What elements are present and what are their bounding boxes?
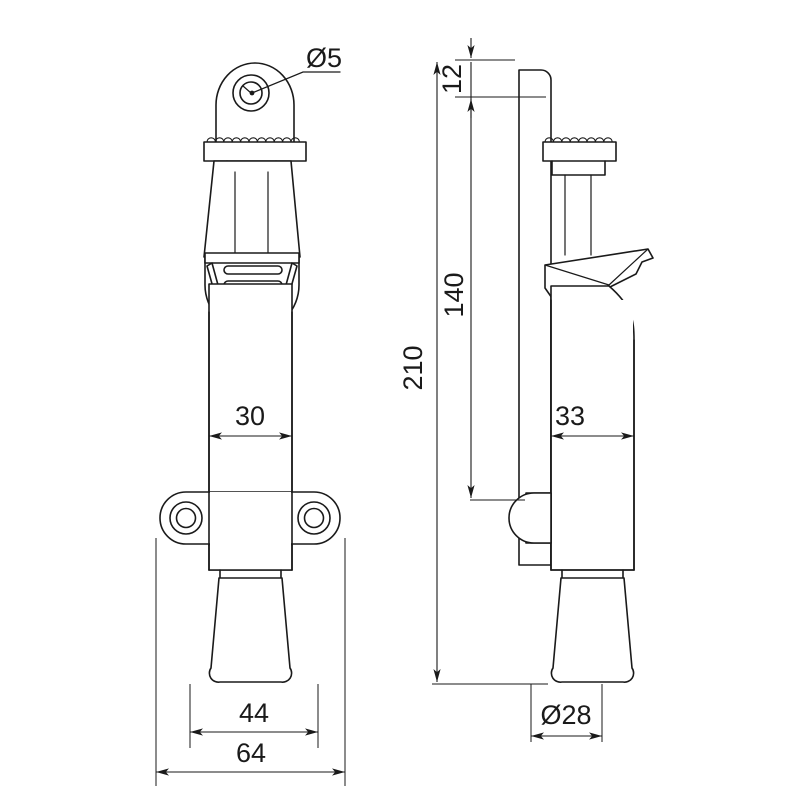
dim-foot-width: 44 (239, 698, 269, 728)
pivot-hole-mark (242, 85, 252, 94)
front-view-dimensions: Ø5 30 44 64 (155, 43, 346, 786)
body-side-fill (552, 300, 633, 568)
dim-foot-diameter: Ø28 (540, 700, 591, 730)
pivot-hole-inner (239, 81, 263, 105)
screw-hole-left-outer (169, 501, 203, 535)
dim-base-width: 64 (236, 738, 266, 768)
screw-hole-right-inner (303, 507, 325, 529)
foot-neck-side (561, 569, 624, 579)
front-view (159, 62, 341, 683)
dim-hole-diameter: Ø5 (306, 43, 342, 73)
dim-side-depth: 33 (555, 401, 585, 431)
rubber-foot-front (208, 577, 293, 683)
body-over-plate-edges (208, 491, 293, 546)
pivot-hole-outer (232, 74, 270, 112)
screw-hole-right-outer (297, 501, 331, 535)
knurled-collar-side (542, 141, 617, 162)
side-view (508, 69, 654, 683)
collar-step-side (551, 160, 606, 176)
side-view-dimensions: 12 140 210 33 Ø28 (398, 38, 635, 742)
dim-top-offset: 12 (437, 64, 467, 94)
upper-shell-front (203, 160, 301, 258)
knurl-teeth-side (544, 137, 613, 143)
spring-cap-flange (204, 252, 300, 264)
dim-total-height: 210 (398, 345, 428, 390)
body-over-plate-fill (210, 492, 291, 545)
foot-neck-front (219, 569, 282, 579)
dim-upper-height: 140 (439, 272, 469, 317)
rubber-foot-side (550, 577, 635, 683)
dia5-leader-line (251, 71, 341, 94)
dia5-leader-dot (249, 90, 255, 96)
screw-hole-left-inner (175, 507, 197, 529)
knurled-collar-front (203, 141, 307, 162)
knurl-teeth-front (206, 137, 300, 143)
spring-coil-1 (223, 265, 283, 275)
dim-body-width: 30 (235, 401, 265, 431)
mounting-plate-side-round (508, 492, 552, 544)
